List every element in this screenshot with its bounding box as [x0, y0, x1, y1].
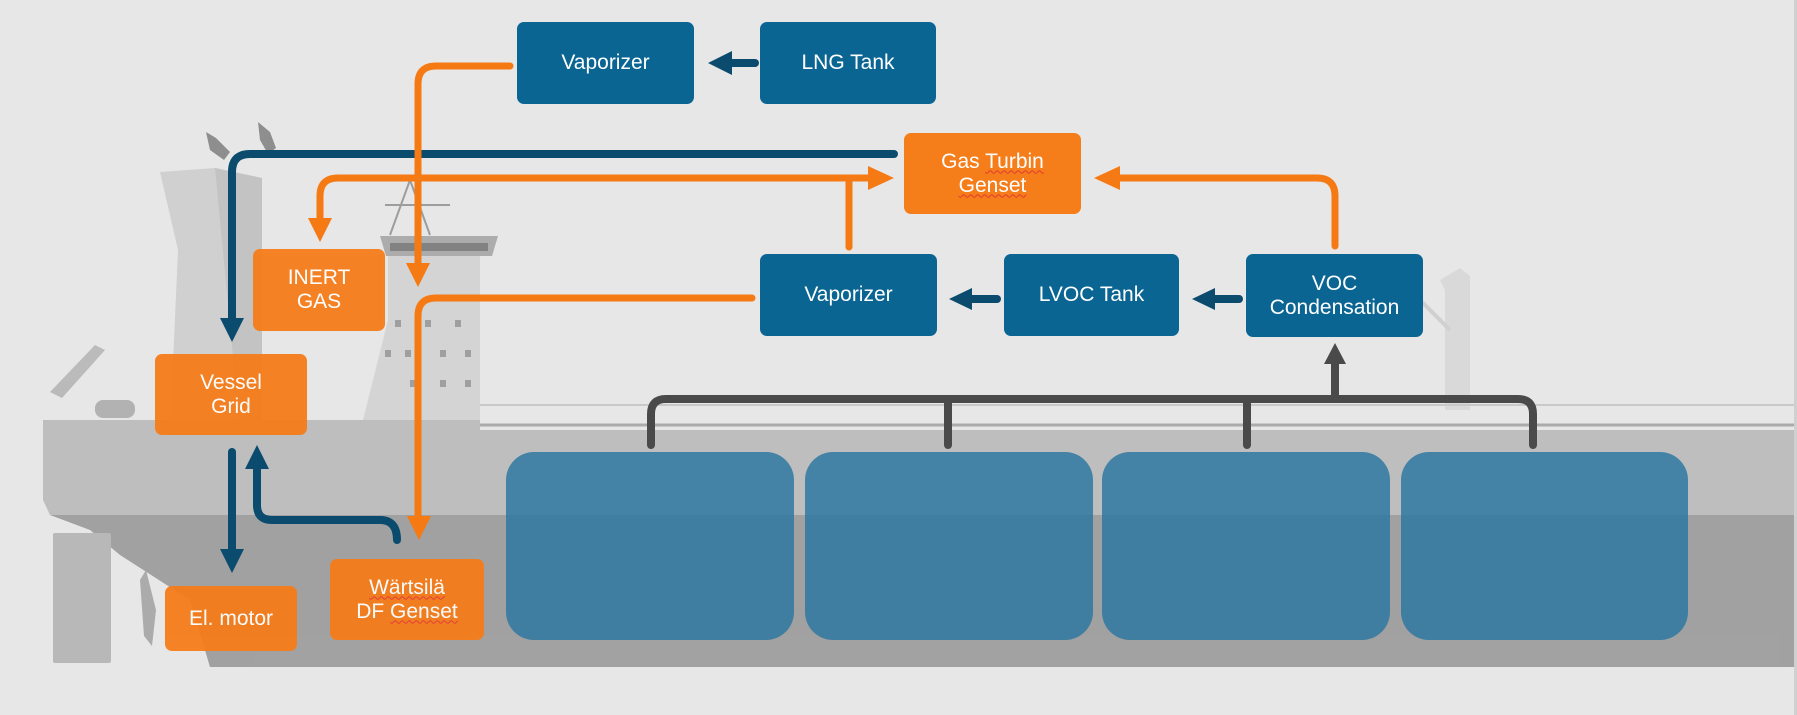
- cargo-tank[interactable]: [805, 452, 1093, 640]
- superstructure-windows: [385, 320, 471, 387]
- arrow-up-icon: [245, 445, 269, 469]
- line-vaporizer-mid-to-genset: [414, 294, 756, 526]
- lng-tank-label: LNG Tank: [801, 51, 895, 74]
- el-motor-box[interactable]: El. motor: [165, 586, 297, 651]
- arrow-down-icon: [220, 549, 244, 573]
- genset-text: Genset: [958, 173, 1027, 197]
- wartsila-df-genset-box[interactable]: Wärtsilä DF Genset: [330, 559, 484, 640]
- vaporizer-top-label: Vaporizer: [561, 51, 650, 74]
- vessel-text: Vessel: [200, 370, 262, 394]
- line-genset-to-grid: [253, 461, 401, 544]
- gas-turbin-genset-box[interactable]: Gas Turbin Genset: [904, 133, 1081, 214]
- vessel-grid-box[interactable]: Vessel Grid: [155, 354, 307, 435]
- crane-boom: [1418, 298, 1452, 332]
- gas-arrowheads: [308, 166, 1120, 540]
- arrow-up-icon: [1324, 343, 1346, 364]
- arrow-down-icon: [220, 318, 244, 342]
- cargo-tank[interactable]: [1401, 452, 1688, 640]
- rudder: [53, 533, 111, 663]
- gas-turbin-line1: Gas Turbin: [941, 150, 1044, 174]
- lifeboat-davit: [50, 345, 105, 398]
- vaporizer-mid-label: Vaporizer: [804, 283, 893, 306]
- condensation-text: Condensation: [1269, 295, 1400, 319]
- inert-text: INERT: [287, 266, 351, 289]
- cargo-tanks: [506, 452, 1688, 640]
- arrow-left-icon: [1192, 288, 1215, 310]
- exhaust-pipe-icon: [206, 132, 230, 160]
- power-lines: [228, 59, 1243, 560]
- cargo-tank[interactable]: [506, 452, 794, 640]
- gas-lines: [316, 62, 1339, 526]
- arrow-left-icon: [949, 288, 972, 310]
- propeller-icon: [140, 570, 156, 646]
- line-vaporizer-top-down: [414, 62, 514, 274]
- df-genset-line: DF Genset: [356, 600, 458, 624]
- lvoc-tank-label: LVOC Tank: [1038, 283, 1145, 306]
- arrow-left-icon: [1094, 166, 1120, 190]
- right-edge: [1794, 0, 1797, 715]
- genset-word: Genset: [390, 599, 458, 623]
- turbin-word: Turbin: [985, 149, 1044, 173]
- manifold-header: [647, 395, 1537, 449]
- deck-crane: [1440, 268, 1470, 410]
- df-text: DF: [356, 599, 391, 623]
- vaporizer-top-box[interactable]: Vaporizer: [517, 22, 694, 104]
- line-turbine-to-grid: [228, 150, 898, 326]
- vaporizer-mid-box[interactable]: Vaporizer: [760, 254, 937, 336]
- arrow-down-icon: [406, 263, 430, 287]
- inert-gas-box[interactable]: INERT GAS: [253, 249, 385, 331]
- power-arrowheads: [220, 51, 1215, 573]
- cargo-tank[interactable]: [1102, 452, 1390, 640]
- el-motor-label: El. motor: [188, 606, 274, 630]
- grid-text: Grid: [211, 394, 251, 418]
- lvoc-tank-box[interactable]: LVOC Tank: [1004, 254, 1179, 336]
- arrow-down-icon: [407, 516, 431, 540]
- voc-condensation-box[interactable]: VOC Condensation: [1246, 254, 1423, 337]
- arrow-down-icon: [308, 218, 332, 242]
- wartsila-text: Wärtsilä: [369, 575, 445, 599]
- line-to-turbine: [316, 174, 882, 229]
- voc-manifold: [647, 360, 1537, 449]
- gas-turbin-text: Gas Turbin: [941, 150, 1044, 173]
- arrow-left-icon: [708, 51, 732, 75]
- voc-text: VOC: [1311, 271, 1358, 295]
- lifeboat: [95, 400, 135, 418]
- arrow-right-icon: [868, 166, 894, 190]
- lng-tank-box[interactable]: LNG Tank: [760, 22, 936, 104]
- gas-word: Gas: [941, 149, 986, 173]
- exhaust-pipe-icon: [258, 122, 276, 154]
- bridge-windows: [390, 243, 488, 251]
- gas-text: GAS: [296, 290, 342, 313]
- line-voc-to-turbine: [1108, 174, 1339, 250]
